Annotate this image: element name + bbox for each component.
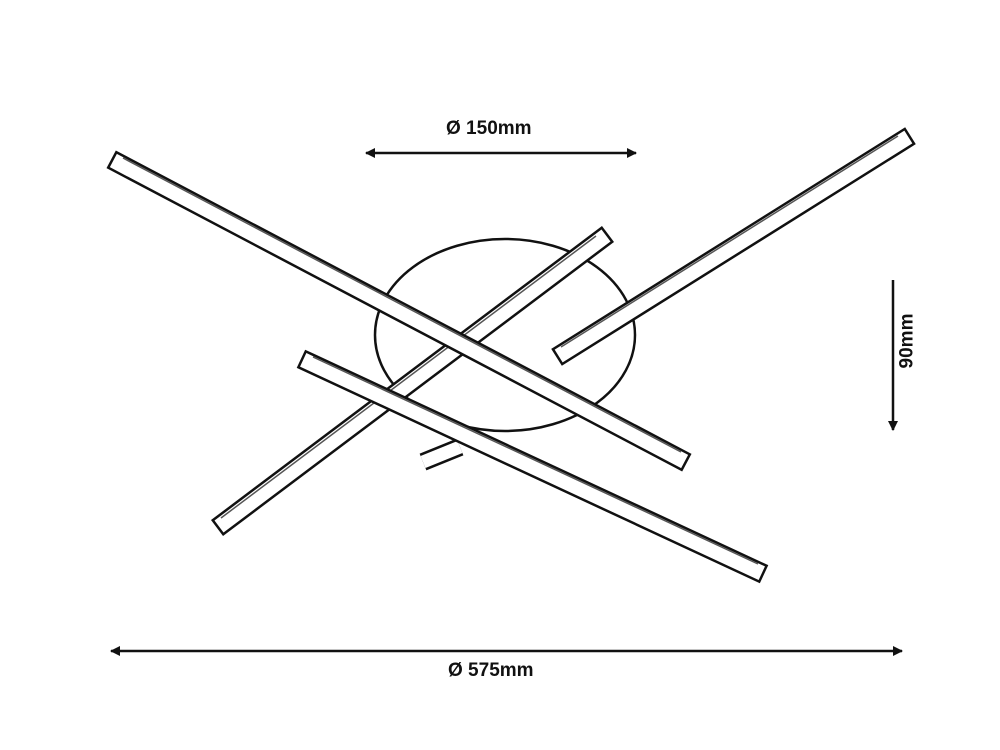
- light-bar-upper-left: [106, 150, 692, 472]
- light-bar-lower-left: [210, 225, 615, 537]
- ceiling-disc: [373, 237, 637, 433]
- light-bar-small: [419, 438, 464, 471]
- light-bar-front: [296, 349, 769, 584]
- label-height: 90mm: [896, 313, 918, 369]
- label-overall-diameter: Ø 575mm: [448, 660, 534, 681]
- label-top-diameter: Ø 150mm: [446, 118, 532, 139]
- light-bar-upper-right: [551, 127, 916, 366]
